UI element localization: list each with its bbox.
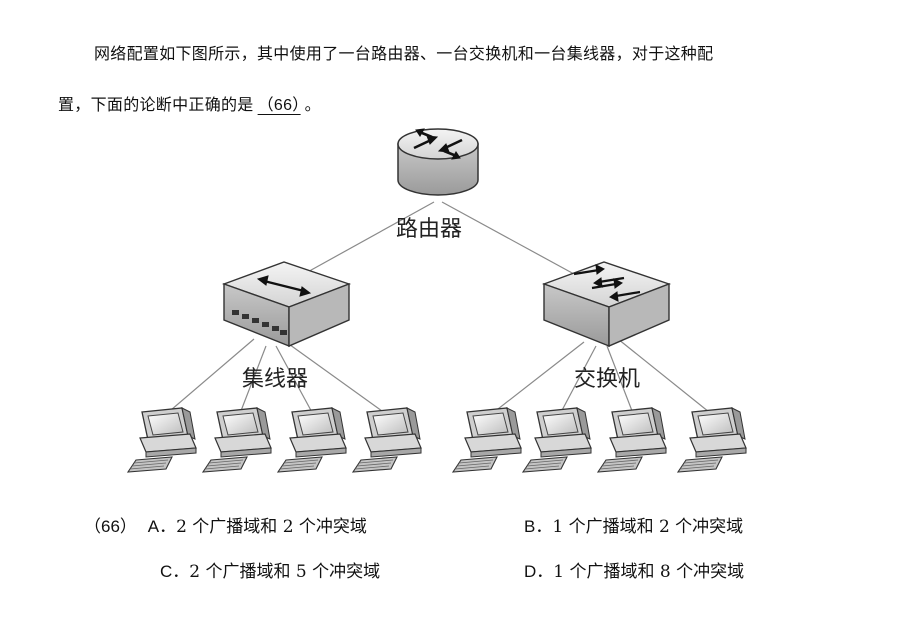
option-b: B．1 个广播域和 2 个冲突域 <box>524 512 743 537</box>
option-a-letter: A． <box>147 517 177 536</box>
router-label: 路由器 <box>396 217 462 242</box>
switch-label: 交换机 <box>574 367 640 392</box>
option-b-text: 1 个广播域和 2 个冲突域 <box>552 517 744 537</box>
option-a-text: 2 个广播域和 2 个冲突域 <box>176 517 367 537</box>
option-b-letter: B． <box>524 517 553 536</box>
question-line-1: 网络配置如下图所示，其中使用了一台路由器、一台交换机和一台集线器，对于这种配 <box>94 44 714 63</box>
option-d-text: 1 个广播域和 8 个冲突域 <box>553 562 745 582</box>
computer-icon <box>452 407 522 473</box>
option-a: （66） A．2 个广播域和 2 个冲突域 <box>84 512 367 537</box>
option-c-letter: C． <box>160 562 190 581</box>
computer-icon <box>352 407 422 473</box>
computer-icon <box>277 407 347 473</box>
question-number: （66） <box>84 517 137 536</box>
option-d-letter: D． <box>524 562 554 581</box>
answer-blank: （66） <box>257 97 301 114</box>
hub-label: 集线器 <box>242 367 308 392</box>
hub-computers <box>127 407 422 473</box>
computer-icon <box>202 407 272 473</box>
option-c: C．2 个广播域和 5 个冲突域 <box>160 557 380 582</box>
computer-icon <box>677 407 747 473</box>
computer-icon <box>597 407 667 473</box>
switch-icon <box>541 261 672 348</box>
hub-icon <box>221 261 352 348</box>
network-diagram: 路由器 集线器 交换机 <box>127 128 747 473</box>
router-icon <box>397 128 479 196</box>
switch-computers <box>452 407 747 473</box>
question-line-2: 置，下面的论断中正确的是（66）。 <box>58 91 321 115</box>
computer-icon <box>127 407 197 473</box>
question-line-2-text: 置，下面的论断中正确的是 <box>58 95 254 114</box>
computer-icon <box>522 407 592 473</box>
question-line-2-end: 。 <box>304 95 321 114</box>
network-cables <box>163 201 715 417</box>
option-d: D．1 个广播域和 8 个冲突域 <box>524 557 744 582</box>
option-c-text: 2 个广播域和 5 个冲突域 <box>189 562 381 582</box>
